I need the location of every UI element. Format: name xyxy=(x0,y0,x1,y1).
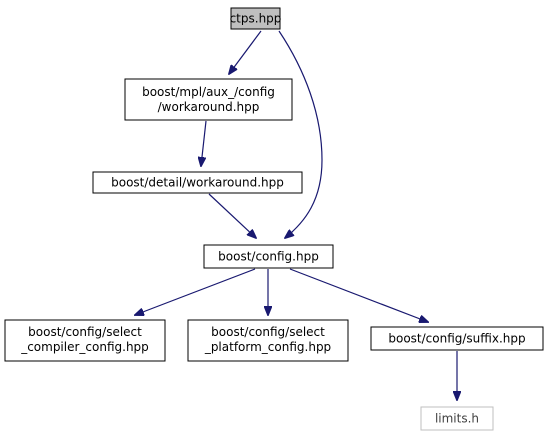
node-ctps[interactable]: ctps.hpp xyxy=(230,7,282,30)
node-config-box xyxy=(203,244,334,269)
node-workaround-mpl[interactable]: boost/mpl/aux_/config /workaround.hpp xyxy=(124,78,293,121)
node-config-label: boost/config.hpp xyxy=(218,250,319,264)
node-select-compiler-label-line1: boost/config/select xyxy=(28,325,142,339)
node-suffix-label: boost/config/suffix.hpp xyxy=(388,332,525,346)
edge-config-to-select-compiler xyxy=(135,268,256,315)
node-limits-box xyxy=(420,406,494,431)
node-ctps-box xyxy=(230,7,281,30)
edge-config-to-suffix xyxy=(289,268,428,322)
node-select-compiler-box xyxy=(4,319,166,362)
node-workaround-detail-box xyxy=(92,171,303,194)
edges xyxy=(135,30,457,400)
node-select-compiler[interactable]: boost/config/select _compiler_config.hpp xyxy=(4,319,166,362)
edge-workaround-mpl-to-workaround-detail xyxy=(201,120,207,166)
node-workaround-mpl-box xyxy=(124,78,293,121)
node-workaround-mpl-label-line2: /workaround.hpp xyxy=(158,100,260,114)
edge-ctps-to-workaround-mpl xyxy=(229,30,262,74)
edge-workaround-detail-to-config xyxy=(208,193,256,238)
node-limits-label: limits.h xyxy=(435,412,479,426)
node-config[interactable]: boost/config.hpp xyxy=(203,244,334,269)
node-workaround-mpl-label-line1: boost/mpl/aux_/config xyxy=(142,85,275,99)
node-select-compiler-label-line2: _compiler_config.hpp xyxy=(20,340,149,354)
node-ctps-label: ctps.hpp xyxy=(230,12,282,26)
node-limits[interactable]: limits.h xyxy=(420,406,494,431)
edge-ctps-to-config xyxy=(278,30,323,238)
nodes: ctps.hpp boost/mpl/aux_/config /workarou… xyxy=(4,7,544,431)
node-select-platform-box xyxy=(187,319,349,362)
node-suffix[interactable]: boost/config/suffix.hpp xyxy=(370,326,544,351)
node-workaround-detail-label: boost/detail/workaround.hpp xyxy=(111,176,284,190)
node-select-platform[interactable]: boost/config/select _platform_config.hpp xyxy=(187,319,349,362)
node-workaround-detail[interactable]: boost/detail/workaround.hpp xyxy=(92,171,303,194)
node-select-platform-label-line2: _platform_config.hpp xyxy=(204,340,331,354)
node-suffix-box xyxy=(370,326,544,351)
node-select-platform-label-line1: boost/config/select xyxy=(211,325,325,339)
